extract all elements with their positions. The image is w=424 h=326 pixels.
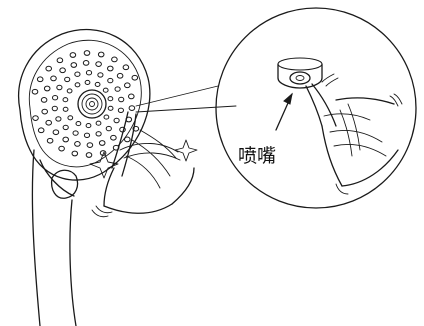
nozzle-dot bbox=[53, 95, 58, 99]
nozzle-dot bbox=[111, 135, 117, 140]
center-rosette bbox=[78, 90, 106, 118]
nozzle-dot bbox=[96, 62, 102, 67]
nozzle-label: 喷嘴 bbox=[238, 145, 276, 167]
nozzle-dot bbox=[53, 130, 59, 135]
nozzle-dot bbox=[63, 137, 69, 142]
zoom-detail-circle: 喷嘴 bbox=[216, 8, 416, 208]
nozzle-dot bbox=[60, 68, 66, 73]
pointer-arrow bbox=[276, 94, 292, 130]
nozzle-dot bbox=[96, 132, 101, 136]
nozzle-dot bbox=[63, 98, 68, 102]
nozzle-dot bbox=[98, 73, 103, 77]
nozzle-dot bbox=[84, 133, 89, 137]
nozzle-dot bbox=[125, 137, 131, 142]
nozzle-dot bbox=[125, 83, 131, 88]
nozzle-dot bbox=[73, 131, 78, 135]
nozzle-dot bbox=[112, 57, 118, 62]
nozzle-dot bbox=[33, 116, 39, 121]
nozzle-dot bbox=[129, 106, 135, 111]
nozzle-dot bbox=[96, 121, 101, 125]
nozzle-dot bbox=[98, 52, 104, 57]
nozzle-dot bbox=[129, 94, 135, 99]
nozzle-dot bbox=[132, 75, 138, 80]
nozzle-dot bbox=[108, 106, 113, 110]
sparkle-icon bbox=[175, 140, 197, 161]
nozzle-dot bbox=[106, 126, 111, 130]
nozzle-dot bbox=[68, 116, 73, 120]
nozzle-dot bbox=[63, 107, 68, 111]
nozzle-dot bbox=[46, 120, 52, 125]
shower-handle bbox=[32, 150, 77, 326]
nozzle-dot bbox=[75, 83, 80, 87]
nozzle-closeup bbox=[278, 58, 322, 88]
nozzle-dot bbox=[86, 153, 92, 158]
nozzle-dot bbox=[115, 87, 120, 91]
nozzle-dot bbox=[44, 86, 50, 91]
nozzle-dot bbox=[59, 146, 65, 151]
nozzle-dot bbox=[41, 98, 47, 103]
nozzle-dot bbox=[108, 78, 113, 82]
nozzle-dot bbox=[108, 97, 113, 101]
nozzle-dot bbox=[104, 115, 109, 119]
nozzle-dot bbox=[118, 108, 123, 112]
nozzle-dot bbox=[83, 61, 89, 66]
nozzle-dot bbox=[117, 73, 123, 78]
hand-closeup bbox=[306, 74, 402, 194]
nozzle-dot bbox=[52, 106, 57, 110]
nozzle-dot bbox=[47, 138, 53, 143]
magnify-leader-lines bbox=[136, 86, 236, 112]
nozzle-dot bbox=[67, 89, 72, 93]
nozzle-dot bbox=[38, 128, 44, 133]
nozzle-dot bbox=[75, 142, 81, 147]
nozzle-dot bbox=[46, 66, 52, 71]
nozzle-dot bbox=[99, 141, 105, 146]
nozzle-dot bbox=[51, 76, 57, 81]
nozzle-dot bbox=[75, 72, 80, 76]
nozzle-dot bbox=[108, 66, 114, 71]
nozzle-dot bbox=[37, 77, 43, 82]
nozzle-dot bbox=[87, 143, 93, 148]
nozzle-dot bbox=[86, 70, 91, 74]
nozzle-dot bbox=[103, 88, 108, 92]
nozzle-dot bbox=[56, 117, 61, 121]
nozzle-dot bbox=[63, 125, 68, 129]
nozzle-dot bbox=[65, 77, 70, 81]
nozzle-dot bbox=[70, 53, 76, 58]
nozzle-dot bbox=[114, 118, 119, 122]
nozzle-dot bbox=[86, 124, 91, 128]
nozzle-dot bbox=[119, 97, 124, 101]
nozzle-dot bbox=[57, 85, 62, 89]
nozzle-dot bbox=[32, 89, 38, 94]
nozzle-dot bbox=[85, 80, 90, 84]
nozzle-dot bbox=[71, 63, 77, 68]
nozzle-dot bbox=[57, 58, 63, 63]
nozzle-dot bbox=[72, 151, 78, 156]
nozzle-dot bbox=[42, 109, 48, 114]
nozzle-dot bbox=[84, 51, 90, 56]
nozzle-dot bbox=[76, 122, 81, 126]
nozzle-dot bbox=[123, 65, 129, 70]
nozzle-dot bbox=[95, 82, 100, 86]
